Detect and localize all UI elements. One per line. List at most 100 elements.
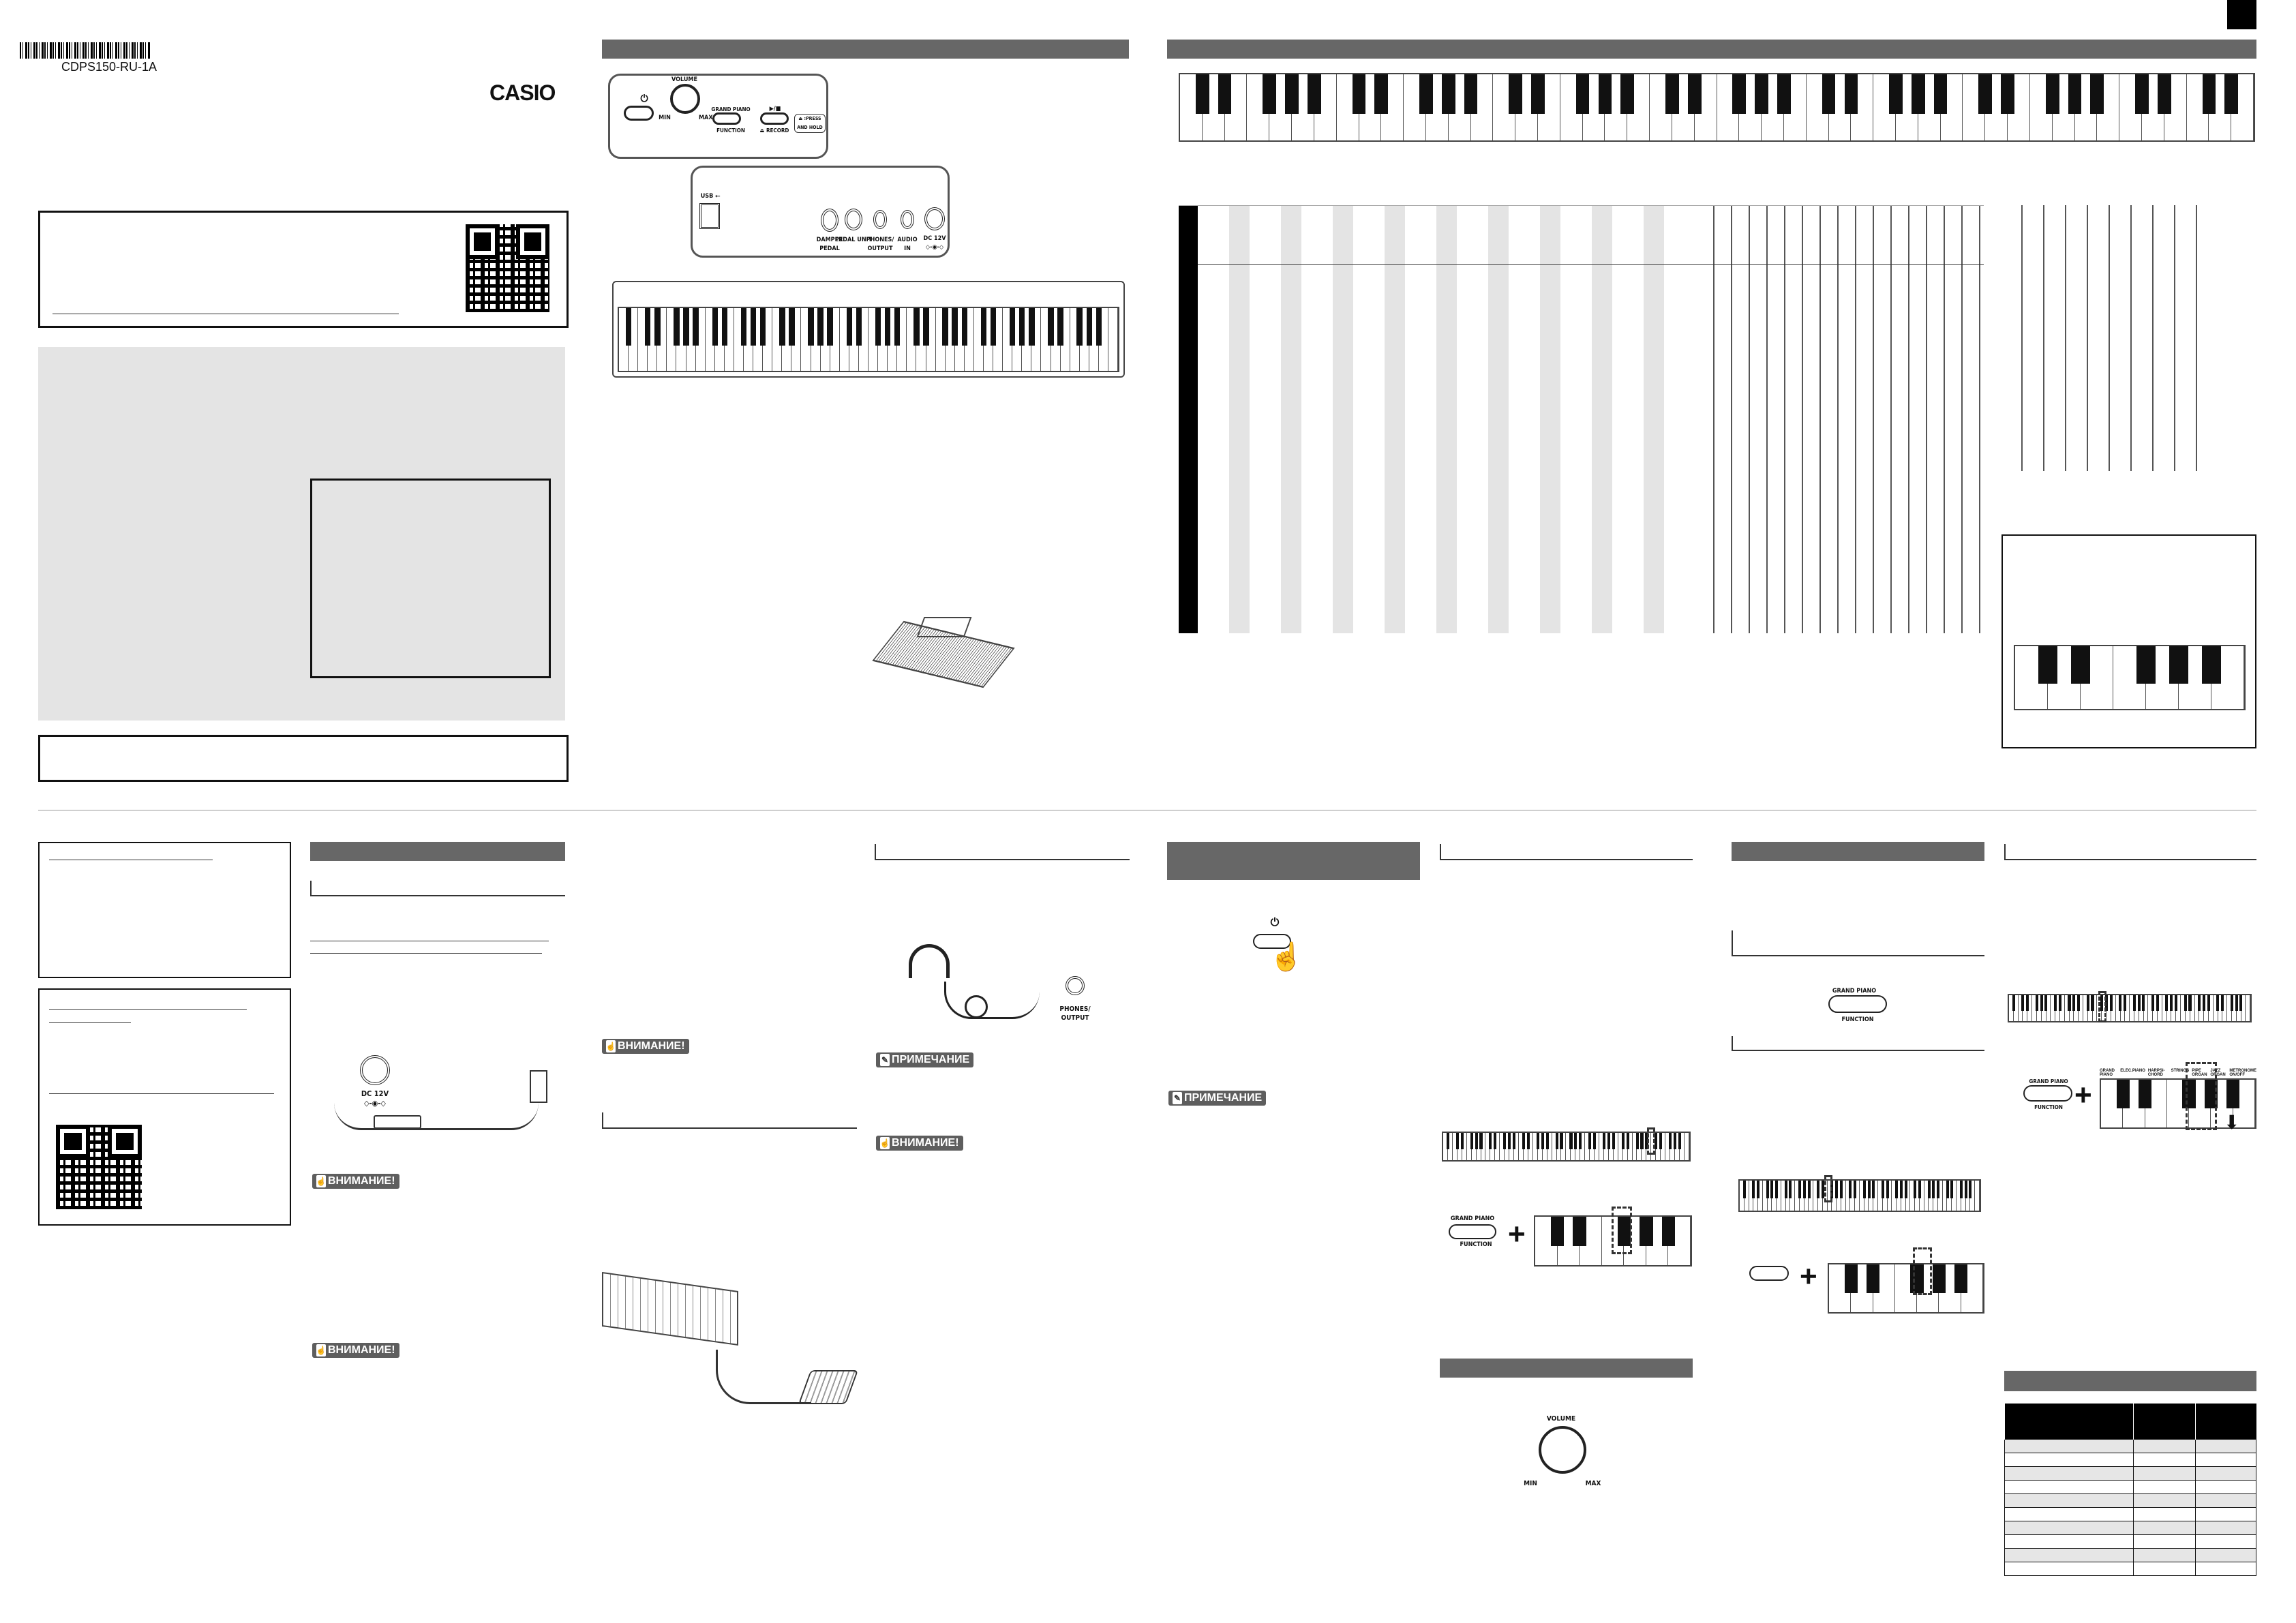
function-label: FUNCTION <box>1841 1016 1874 1023</box>
dc-jack-illustration <box>360 1055 390 1085</box>
black-key <box>1678 1133 1682 1149</box>
black-key <box>1839 1181 1843 1199</box>
black-key <box>1807 1181 1811 1199</box>
dc-12v-label: DC 12V ◇-◉-◇ <box>923 235 946 251</box>
power-button[interactable] <box>624 106 654 121</box>
usb-port[interactable] <box>699 203 720 229</box>
label-harpsichord: HARPSI- CHORD <box>2147 1069 2165 1077</box>
white-key <box>1628 1133 1633 1160</box>
black-key <box>2216 995 2220 1011</box>
black-key <box>1574 1133 1577 1149</box>
black-key <box>1057 308 1063 346</box>
black-key <box>961 308 967 346</box>
black-key <box>1822 74 1836 115</box>
grand-piano-function-button[interactable] <box>712 112 741 125</box>
black-key <box>2054 995 2057 1011</box>
white-key <box>1685 1133 1689 1160</box>
grand-piano-function-button[interactable] <box>1449 1224 1496 1239</box>
tone-keyboard <box>2100 1078 2256 1129</box>
grand-piano-function-button[interactable] <box>1828 995 1887 1013</box>
min-label: MIN <box>1524 1480 1537 1487</box>
play-stop-record-button[interactable] <box>760 112 789 125</box>
highlight-key <box>1647 1127 1655 1155</box>
label-elec-piano: ELEC.PIANO <box>2120 1069 2145 1073</box>
caution-hand-icon: ☝ <box>605 1040 616 1052</box>
black-key <box>1655 1133 1658 1149</box>
volume-knob[interactable] <box>1539 1426 1586 1474</box>
black-key <box>1579 1133 1582 1149</box>
function-label: FUNCTION <box>716 127 745 134</box>
black-key <box>1835 1181 1839 1199</box>
section-header-bar <box>310 842 565 861</box>
black-key <box>1789 1181 1792 1199</box>
grand-piano-function-button[interactable] <box>1749 1266 1789 1281</box>
white-key <box>763 308 773 371</box>
black-key <box>2119 995 2122 1011</box>
black-key <box>1509 74 1523 115</box>
casio-logo: CASIO <box>489 80 556 105</box>
black-key <box>693 308 699 346</box>
white-key <box>1920 1181 1924 1211</box>
black-key <box>2156 995 2159 1011</box>
black-key <box>1946 1181 1949 1199</box>
function-label: FUNCTION <box>1460 1241 1492 1248</box>
white-key <box>696 308 706 371</box>
white-key <box>1061 308 1070 371</box>
black-key <box>2068 74 2082 115</box>
black-key <box>1522 1133 1526 1149</box>
pencil-icon: ✎ <box>880 1054 890 1066</box>
grand-piano-label: GRAND PIANO <box>1450 1215 1495 1222</box>
power-button[interactable] <box>1253 934 1291 949</box>
black-key <box>808 308 814 346</box>
black-key <box>1569 1133 1573 1149</box>
black-key <box>789 308 795 346</box>
highlight-key <box>1824 1175 1832 1202</box>
black-key <box>1821 1181 1824 1199</box>
subsection-mark <box>602 1112 603 1127</box>
usb-label: USB ⭠ <box>700 193 721 200</box>
black-key <box>1640 1133 1644 1149</box>
black-key <box>1536 1133 1539 1149</box>
black-key <box>1732 74 1747 115</box>
white-key <box>1538 74 1560 140</box>
white-key <box>1873 1181 1878 1211</box>
white-key <box>1777 1181 1781 1211</box>
black-key <box>1513 1133 1516 1149</box>
white-key <box>1873 1264 1895 1312</box>
dc-12v-label: DC 12V <box>361 1089 389 1098</box>
black-key <box>2090 74 2104 115</box>
grid-stripes <box>1198 206 1682 633</box>
underline <box>49 1093 274 1094</box>
black-key <box>779 308 785 346</box>
subsection-mark <box>2004 844 2006 859</box>
black-key <box>2086 995 2089 1011</box>
white-key <box>1695 74 1717 140</box>
black-key <box>1508 1133 1511 1149</box>
black-key <box>2201 646 2222 684</box>
black-key <box>2132 995 2136 1011</box>
black-key <box>1669 1133 1672 1149</box>
caution-badge: ☝ВНИМАНИЕ! <box>876 1136 963 1151</box>
black-key <box>1048 308 1054 346</box>
white-key <box>2231 74 2254 140</box>
black-key <box>1455 1133 1459 1149</box>
rear-panel-callout: USB ⭠ DAMPER PEDAL PEDAL UNIT PHONES/ OU… <box>691 166 950 258</box>
subsection-mark <box>1732 1036 1733 1050</box>
white-key <box>1099 308 1108 371</box>
key-detail-keyboard <box>2014 645 2246 710</box>
black-key <box>1446 1133 1450 1149</box>
black-key <box>1029 308 1035 346</box>
white-key <box>1595 1133 1599 1160</box>
black-key <box>2038 646 2058 684</box>
black-key <box>1964 1181 1967 1199</box>
white-key <box>2246 995 2251 1021</box>
black-key <box>1872 1181 1875 1199</box>
black-key <box>2137 995 2141 1011</box>
volume-knob[interactable] <box>670 84 700 114</box>
white-key <box>2097 74 2120 140</box>
grid-lines-right <box>2001 205 2205 471</box>
grand-piano-function-button[interactable] <box>2023 1085 2072 1102</box>
black-key <box>2021 995 2025 1011</box>
subsection-rule <box>875 859 1130 860</box>
note-badge: ✎ПРИМЕЧАНИЕ <box>876 1052 974 1067</box>
